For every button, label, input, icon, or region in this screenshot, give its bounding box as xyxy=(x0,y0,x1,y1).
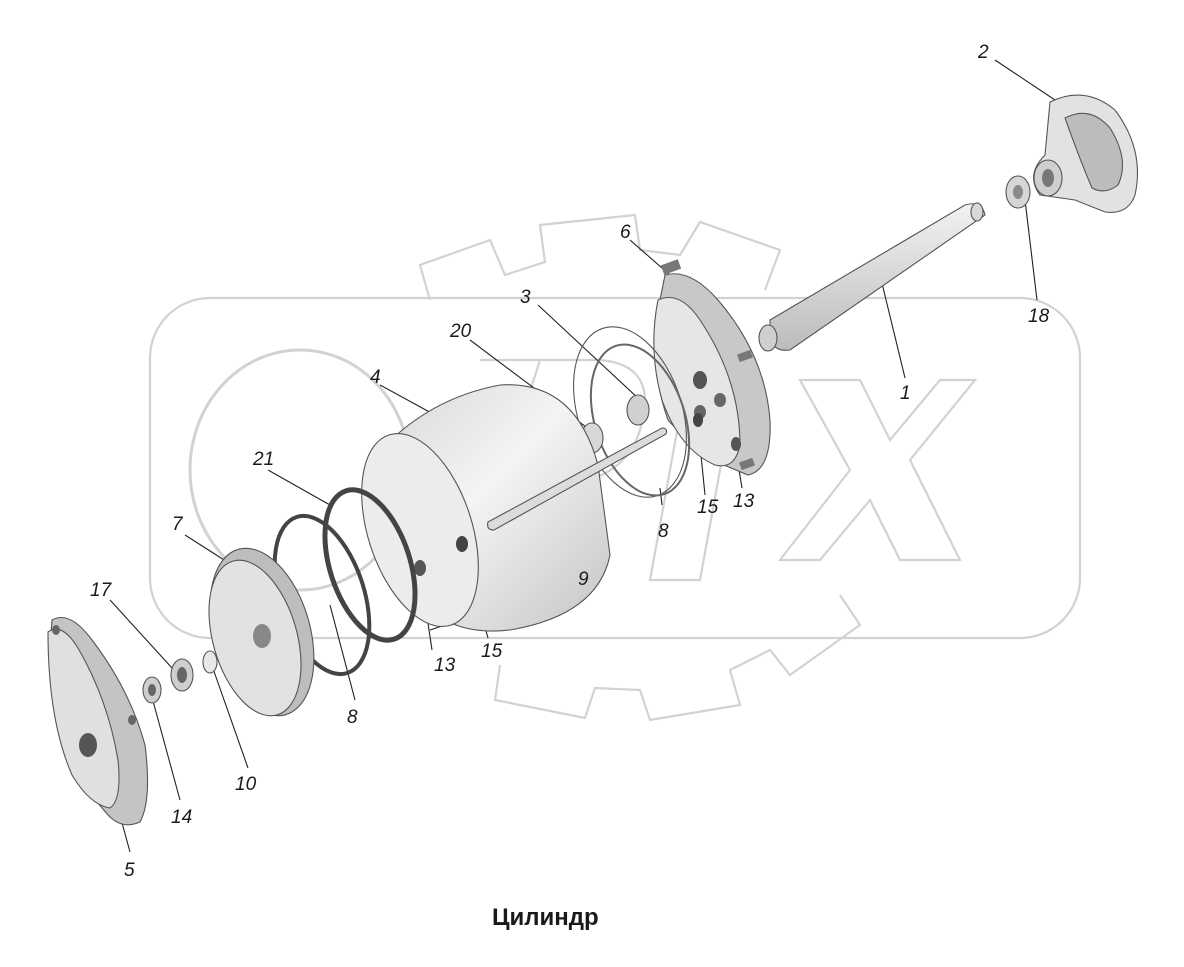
callouts: 2 6 3 20 4 1 18 21 7 15 13 8 9 17 15 13 … xyxy=(90,42,1050,881)
callout-13-rear: 13 xyxy=(733,491,755,512)
watermark-gear xyxy=(418,213,862,722)
part-17-washer xyxy=(170,658,194,692)
callout-15-front: 15 xyxy=(481,641,503,662)
part-5-front-cover xyxy=(47,616,149,826)
callout-5: 5 xyxy=(124,860,135,881)
part-4-cylinder-body xyxy=(361,384,611,632)
part-14-nut xyxy=(142,676,162,704)
callout-15-rear: 15 xyxy=(697,497,719,518)
callout-2: 2 xyxy=(977,42,989,63)
part-6-rear-cover xyxy=(653,259,771,476)
callout-21: 21 xyxy=(252,449,274,470)
callout-8-front: 8 xyxy=(347,707,358,728)
callout-6: 6 xyxy=(620,222,631,243)
part-9-tie-rod xyxy=(487,427,668,531)
watermark-plate xyxy=(148,296,1082,640)
part-2-yoke xyxy=(1033,94,1138,213)
callout-3: 3 xyxy=(520,287,531,308)
part-13-nut-front xyxy=(414,560,426,576)
parts xyxy=(47,94,1138,826)
callout-10: 10 xyxy=(235,774,257,795)
callout-7: 7 xyxy=(172,514,184,535)
diagram-title: Цилиндр xyxy=(492,904,599,931)
callout-8-rear: 8 xyxy=(658,521,669,542)
callout-4: 4 xyxy=(370,367,381,388)
callout-13-front: 13 xyxy=(434,655,456,676)
part-18-nut xyxy=(1005,175,1031,209)
callout-20: 20 xyxy=(449,321,472,342)
part-7-piston xyxy=(208,547,315,717)
watermark-letter-x xyxy=(777,378,978,562)
part-10-ring xyxy=(202,650,218,674)
part-1-rod xyxy=(758,202,986,352)
part-21-seal-ring xyxy=(322,487,418,643)
callout-14: 14 xyxy=(171,807,192,828)
callout-18: 18 xyxy=(1028,306,1050,327)
callout-17: 17 xyxy=(90,580,113,601)
part-15-washer-rear xyxy=(693,413,703,427)
callout-9: 9 xyxy=(578,569,589,590)
part-15-washer-front xyxy=(456,536,468,552)
callout-1: 1 xyxy=(900,383,911,404)
part-13-nut-rear xyxy=(731,437,741,451)
